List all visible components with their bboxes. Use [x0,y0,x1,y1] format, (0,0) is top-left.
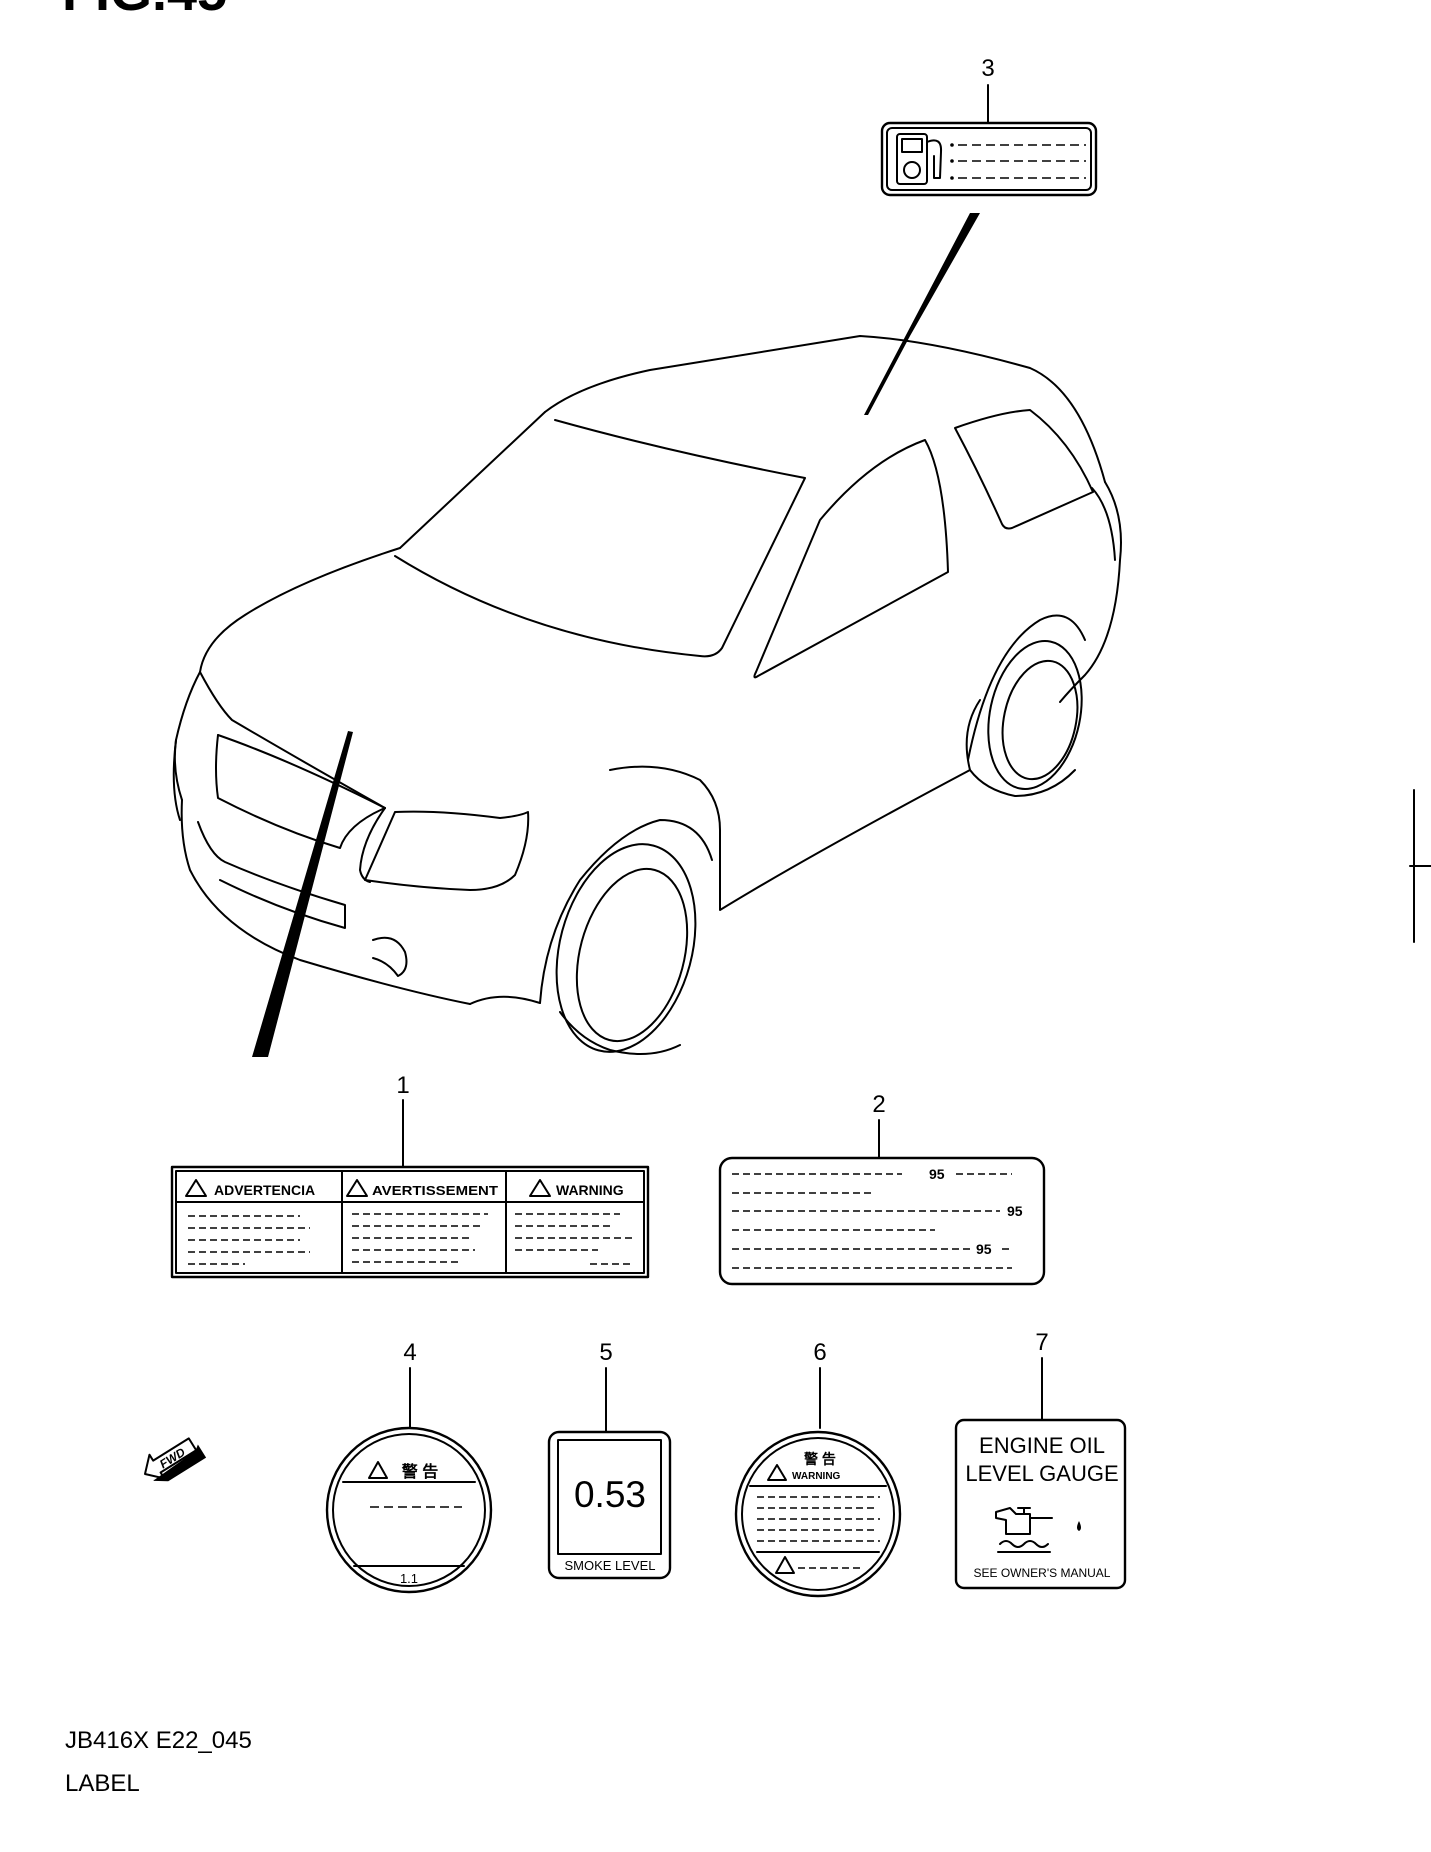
label-4-footer: 1.1 [400,1571,418,1586]
label-6-title: 警 告 [804,1451,836,1467]
smoke-level-value: 0.53 [574,1474,646,1515]
label-7-line1: ENGINE OIL [979,1433,1105,1458]
label-7-footer: SEE OWNER'S MANUAL [974,1566,1111,1580]
header-warning: WARNING [556,1182,624,1198]
fuel-pump-icon [896,133,943,185]
label-5-smoke-level-sticker: 0.53 SMOKE LEVEL [547,1430,672,1580]
diagram-code: JB416X E22_045 [65,1727,252,1754]
leader-label-3 [864,213,980,415]
callout-1: 1 [396,1072,409,1099]
callout-7: 7 [1035,1329,1048,1356]
callout-2: 2 [872,1091,885,1118]
label-3-fuel-sticker [880,121,1098,197]
callout-6: 6 [813,1339,826,1366]
octane-value-2: 95 [1007,1203,1023,1219]
label-4-round-sticker: 警 告 1.1 [325,1426,493,1594]
label-6-round-warning-sticker: 警 告 WARNING [734,1430,902,1598]
label-1-warning-sticker: ADVERTENCIA AVERTISSEMENT WARNING [170,1165,650,1279]
label-6-subtitle: WARNING [792,1471,841,1482]
smoke-level-caption: SMOKE LEVEL [564,1558,655,1573]
callout-5: 5 [599,1339,612,1366]
car-outline [172,335,1122,1055]
octane-value-1: 95 [929,1166,945,1182]
diagram-name: LABEL [65,1770,140,1797]
header-advertencia: ADVERTENCIA [214,1182,315,1198]
callout-4: 4 [403,1339,416,1366]
leader-label-1 [252,731,353,1057]
label-7-oil-gauge-sticker: ENGINE OIL LEVEL GAUGE SEE OWNER'S MANUA… [954,1418,1127,1590]
label-2-octane-sticker: 95 95 95 [718,1156,1046,1286]
header-avertissement: AVERTISSEMENT [372,1183,498,1198]
fwd-arrow-icon: FWD [144,1437,207,1482]
label-4-title: 警 告 [401,1462,438,1481]
label-7-line2: LEVEL GAUGE [965,1461,1118,1486]
oil-can-icon [995,1507,1081,1553]
callout-3: 3 [981,55,994,82]
octane-value-3: 95 [976,1241,992,1257]
figure-number: FIG.45 [62,0,227,22]
